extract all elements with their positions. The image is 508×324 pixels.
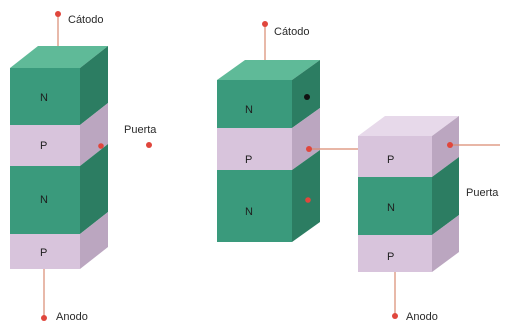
middle-lower-contact-dot	[305, 197, 311, 203]
right-pnp-stack: P N P Puerta Anodo	[358, 116, 500, 323]
middle-npn-stack: Cátodo N P N	[217, 21, 372, 242]
right-layer-p1: P	[358, 116, 459, 177]
middle-layer-n1: N	[217, 60, 320, 128]
left-anode-label: Anodo	[56, 311, 88, 323]
middle-layer-n2-label: N	[245, 206, 253, 218]
right-gate-label: Puerta	[466, 187, 499, 199]
middle-layer-p-label: P	[245, 154, 252, 166]
middle-layer-n1-label: N	[245, 104, 253, 116]
left-layer-n1-label: N	[40, 92, 48, 104]
left-layer-p2: P	[10, 212, 108, 269]
middle-layer-p: P	[217, 108, 320, 170]
left-layer-p2-label: P	[40, 247, 47, 259]
left-gate-terminal	[146, 142, 152, 148]
left-layer-p1-label: P	[40, 140, 47, 152]
left-gate-contact-dot	[98, 143, 104, 149]
middle-cathode-terminal	[262, 21, 268, 27]
right-layer-p2-label: P	[387, 251, 394, 263]
right-gate-contact-dot	[447, 142, 453, 148]
right-anode-terminal	[392, 313, 398, 319]
middle-cathode-label: Cátodo	[274, 26, 309, 38]
middle-layer-n2: N	[217, 150, 320, 242]
middle-contact-dot-black	[304, 94, 310, 100]
right-layer-n: N	[358, 157, 459, 235]
left-layer-n2-label: N	[40, 194, 48, 206]
left-cathode-label: Cátodo	[68, 14, 103, 26]
right-anode-label: Anodo	[406, 311, 438, 323]
left-layer-n2: N	[10, 144, 108, 234]
left-gate-label: Puerta	[124, 124, 157, 136]
middle-p-contact-dot	[306, 146, 312, 152]
left-anode-terminal	[41, 315, 47, 321]
left-cathode-terminal	[55, 11, 61, 17]
right-layer-p1-label: P	[387, 154, 394, 166]
right-layer-n-label: N	[387, 202, 395, 214]
left-layer-p1: P	[10, 103, 108, 166]
right-layer-p2: P	[358, 215, 459, 272]
left-layer-n1: N	[10, 46, 108, 125]
left-pnpn-stack: Cátodo N P N P Anodo Puer	[10, 11, 157, 323]
